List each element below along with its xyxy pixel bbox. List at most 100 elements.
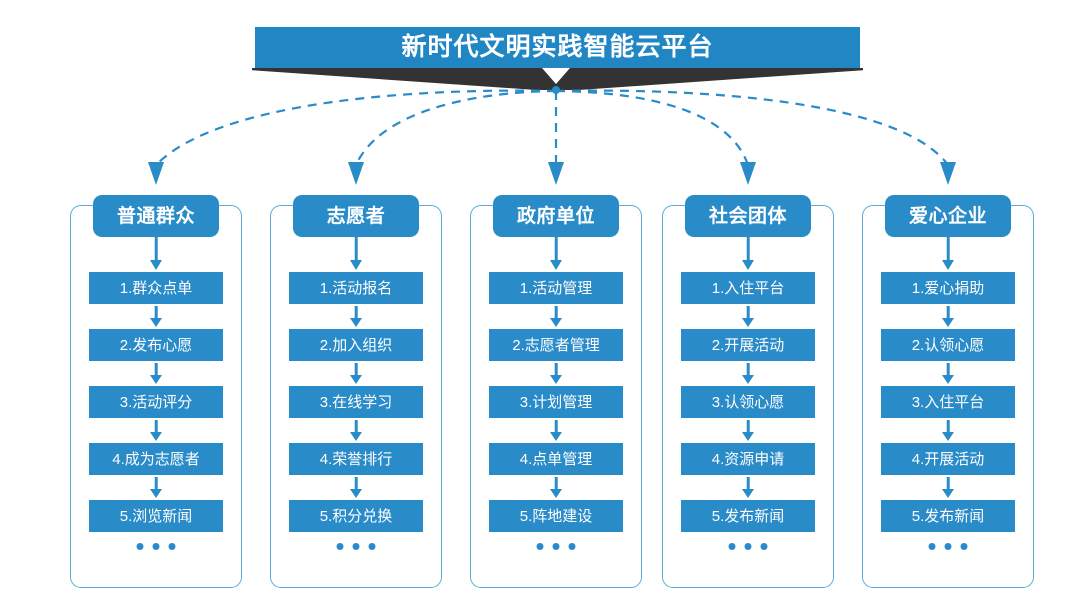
step-arrow-icon (489, 361, 623, 386)
step-arrow-icon (881, 475, 1015, 500)
step-item[interactable]: 4.开展活动 (881, 443, 1015, 475)
step-list: 1.活动管理 2.志愿者管理 3.计划管理 4.点单管理 5.阵地建设 (489, 272, 623, 532)
header-to-first-step-arrow-icon (738, 237, 758, 272)
step-arrow-icon (289, 418, 423, 443)
step-label: 4.成为志愿者 (112, 450, 200, 468)
step-list: 1.活动报名 2.加入组织 3.在线学习 4.荣誉排行 5.积分兑换 (289, 272, 423, 532)
step-label: 3.认领心愿 (711, 393, 785, 411)
connector-to-col-4 (555, 89, 750, 166)
step-item[interactable]: 2.认领心愿 (881, 329, 1015, 361)
step-item[interactable]: 3.在线学习 (289, 386, 423, 418)
step-label: 2.发布心愿 (119, 336, 193, 354)
column-header-label: 普通群众 (116, 205, 195, 227)
more-steps-ellipsis-icon (928, 543, 968, 550)
step-label: 4.荣誉排行 (319, 450, 393, 468)
step-label: 5.阵地建设 (519, 507, 593, 525)
role-column-volunteer[interactable]: 志愿者 1.活动报名 2.加入组织 3.在线学习 4.荣誉排行 5.积分兑换 (270, 195, 442, 588)
step-label: 1.群众点单 (119, 279, 193, 297)
step-arrow-icon (289, 475, 423, 500)
step-arrow-icon (881, 304, 1015, 329)
more-steps-ellipsis-icon (536, 543, 576, 550)
step-label: 2.志愿者管理 (512, 336, 600, 354)
more-steps-ellipsis-icon (336, 543, 376, 550)
column-header-label: 政府单位 (516, 205, 595, 227)
step-arrow-icon (681, 418, 815, 443)
step-item[interactable]: 2.加入组织 (289, 329, 423, 361)
step-label: 3.在线学习 (319, 393, 393, 411)
step-item[interactable]: 4.资源申请 (681, 443, 815, 475)
column-header-social-organization[interactable]: 社会团体 (685, 195, 811, 237)
step-label: 3.活动评分 (119, 393, 193, 411)
step-list: 1.群众点单 2.发布心愿 3.活动评分 4.成为志愿者 5.浏览新闻 (89, 272, 223, 532)
step-item[interactable]: 5.发布新闻 (881, 500, 1015, 532)
step-item[interactable]: 1.群众点单 (89, 272, 223, 304)
header-to-first-step-arrow-icon (546, 237, 566, 272)
step-item[interactable]: 4.成为志愿者 (89, 443, 223, 475)
step-item[interactable]: 2.开展活动 (681, 329, 815, 361)
column-header-label: 志愿者 (326, 205, 386, 227)
role-column-caring-enterprise[interactable]: 爱心企业 1.爱心捐助 2.认领心愿 3.入住平台 4.开展活动 5.发布新闻 (862, 195, 1034, 588)
step-label: 2.认领心愿 (911, 336, 985, 354)
column-header-ordinary-public[interactable]: 普通群众 (93, 195, 219, 237)
step-arrow-icon (289, 304, 423, 329)
step-item[interactable]: 3.计划管理 (489, 386, 623, 418)
step-item[interactable]: 5.阵地建设 (489, 500, 623, 532)
step-item[interactable]: 3.活动评分 (89, 386, 223, 418)
connector-to-col-1 (155, 89, 557, 166)
step-arrow-icon (489, 304, 623, 329)
step-label: 5.浏览新闻 (119, 507, 193, 525)
step-label: 2.开展活动 (711, 336, 785, 354)
role-column-social-organization[interactable]: 社会团体 1.入住平台 2.开展活动 3.认领心愿 4.资源申请 5.发布新闻 (662, 195, 834, 588)
page-title: 新时代文明实践智能云平台 (401, 33, 714, 61)
column-header-caring-enterprise[interactable]: 爱心企业 (885, 195, 1011, 237)
column-header-label: 社会团体 (708, 205, 787, 227)
column-header-label: 爱心企业 (908, 205, 987, 227)
connector-arrowhead-4 (740, 162, 756, 185)
step-item[interactable]: 4.点单管理 (489, 443, 623, 475)
step-arrow-icon (489, 418, 623, 443)
step-arrow-icon (489, 475, 623, 500)
header-to-first-step-arrow-icon (938, 237, 958, 272)
step-label: 5.发布新闻 (711, 507, 785, 525)
step-label: 4.点单管理 (519, 450, 593, 468)
step-item[interactable]: 3.入住平台 (881, 386, 1015, 418)
step-label: 5.发布新闻 (911, 507, 985, 525)
more-steps-ellipsis-icon (728, 543, 768, 550)
step-arrow-icon (89, 475, 223, 500)
step-arrow-icon (681, 304, 815, 329)
step-list: 1.入住平台 2.开展活动 3.认领心愿 4.资源申请 5.发布新闻 (681, 272, 815, 532)
step-label: 2.加入组织 (319, 336, 393, 354)
connector-arrowhead-1 (148, 162, 164, 185)
step-label: 5.积分兑换 (319, 507, 393, 525)
role-column-ordinary-public[interactable]: 普通群众 1.群众点单 2.发布心愿 3.活动评分 4.成为志愿者 5.浏览新闻 (70, 195, 242, 588)
step-label: 1.入住平台 (711, 279, 785, 297)
step-arrow-icon (89, 304, 223, 329)
step-item[interactable]: 1.活动管理 (489, 272, 623, 304)
step-item[interactable]: 3.认领心愿 (681, 386, 815, 418)
step-item[interactable]: 5.积分兑换 (289, 500, 423, 532)
step-item[interactable]: 2.志愿者管理 (489, 329, 623, 361)
step-label: 1.活动管理 (519, 279, 593, 297)
more-steps-ellipsis-icon (136, 543, 176, 550)
step-list: 1.爱心捐助 2.认领心愿 3.入住平台 4.开展活动 5.发布新闻 (881, 272, 1015, 532)
column-header-volunteer[interactable]: 志愿者 (293, 195, 419, 237)
step-item[interactable]: 1.爱心捐助 (881, 272, 1015, 304)
step-item[interactable]: 1.活动报名 (289, 272, 423, 304)
step-item[interactable]: 5.发布新闻 (681, 500, 815, 532)
step-label: 1.活动报名 (319, 279, 393, 297)
step-label: 3.入住平台 (911, 393, 985, 411)
connector-arrowhead-3 (548, 162, 564, 185)
connector-arrowhead-5 (940, 162, 956, 185)
header-to-first-step-arrow-icon (146, 237, 166, 272)
step-arrow-icon (89, 361, 223, 386)
platform-title-banner: 新时代文明实践智能云平台 (255, 27, 860, 68)
step-item[interactable]: 2.发布心愿 (89, 329, 223, 361)
step-item[interactable]: 5.浏览新闻 (89, 500, 223, 532)
step-label: 4.开展活动 (911, 450, 985, 468)
role-column-government-unit[interactable]: 政府单位 1.活动管理 2.志愿者管理 3.计划管理 4.点单管理 5.阵地建设 (470, 195, 642, 588)
step-item[interactable]: 4.荣誉排行 (289, 443, 423, 475)
column-header-government-unit[interactable]: 政府单位 (493, 195, 619, 237)
step-arrow-icon (881, 418, 1015, 443)
step-arrow-icon (289, 361, 423, 386)
step-item[interactable]: 1.入住平台 (681, 272, 815, 304)
